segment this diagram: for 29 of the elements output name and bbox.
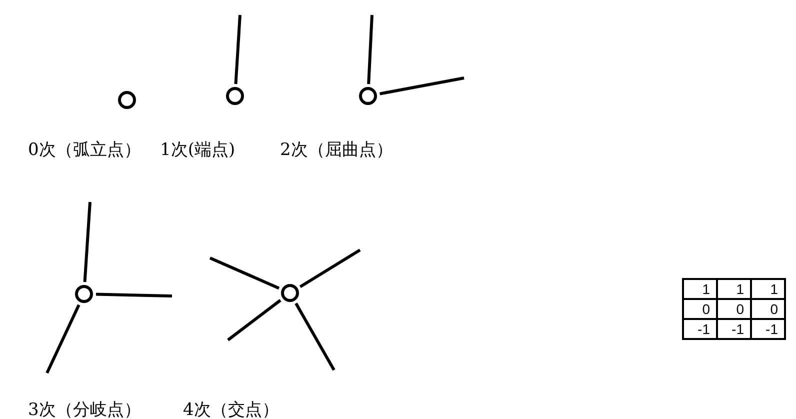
line xyxy=(46,304,80,374)
vertex-caption: 0次（弧立点） xyxy=(28,139,141,161)
line xyxy=(294,302,336,371)
line xyxy=(299,248,361,288)
vertex-caption: 2次（屈曲点） xyxy=(280,139,393,161)
vertex-caption: 1次(端点) xyxy=(160,139,236,161)
vertex-circle xyxy=(75,285,93,303)
line xyxy=(367,14,374,84)
vertex-circle xyxy=(118,91,136,109)
line xyxy=(234,14,242,84)
vertex-circle xyxy=(281,284,299,302)
vertex-circle xyxy=(359,87,377,105)
table-cell: 0 xyxy=(717,299,751,319)
table-cell: 0 xyxy=(683,299,717,319)
table-cell: 1 xyxy=(717,279,751,299)
line xyxy=(83,202,92,282)
vertex-caption: 4次（交点） xyxy=(183,399,279,419)
table-cell: -1 xyxy=(751,319,785,339)
table-cell: 1 xyxy=(751,279,785,299)
line xyxy=(380,76,464,96)
table-cell: 1 xyxy=(683,279,717,299)
vertex-caption: 3次（分岐点） xyxy=(28,399,141,419)
line xyxy=(227,299,282,342)
table-cell: -1 xyxy=(717,319,751,339)
vertex-circle xyxy=(226,87,244,105)
table-cell: -1 xyxy=(683,319,717,339)
table-cell: 0 xyxy=(751,299,785,319)
line xyxy=(96,292,172,298)
line xyxy=(209,256,280,290)
